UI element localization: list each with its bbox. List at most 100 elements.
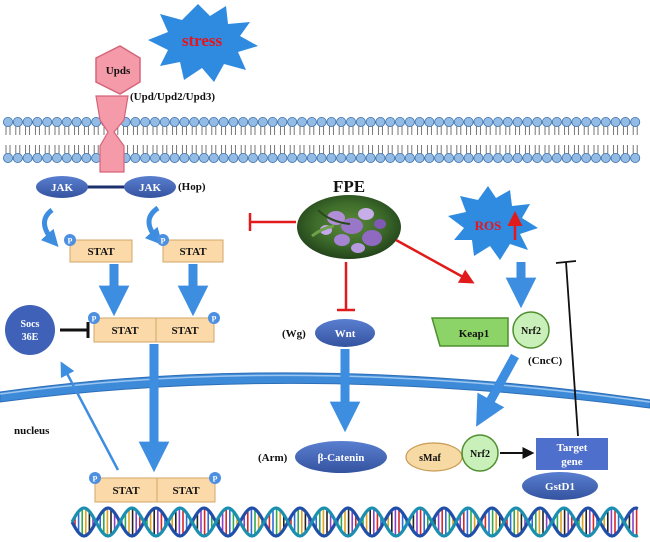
ros-burst: ROS [448, 186, 538, 260]
ros-label: ROS [475, 218, 502, 233]
socs-label-1: Socs [21, 319, 40, 330]
lipid-head [277, 117, 288, 128]
lipid-head [287, 117, 298, 128]
nrf2-cytoplasm: Nrf2 [512, 311, 550, 349]
lipid-head [561, 152, 572, 163]
lipid-head [306, 152, 317, 163]
arm-label: (Arm) [258, 452, 288, 464]
lipid-head [630, 117, 641, 128]
lipid-head [600, 117, 611, 128]
lipid-head [81, 117, 92, 128]
lipid-head [404, 117, 415, 128]
lipid-head [316, 117, 327, 128]
curve-arrow-left [40, 208, 59, 248]
dna-double-helix [70, 506, 639, 538]
lipid-head [620, 152, 631, 163]
lipid-head [296, 152, 307, 163]
lipid-head [336, 152, 347, 163]
lipid-head [345, 117, 356, 128]
lipid-head [571, 152, 582, 163]
lipid-head [32, 117, 43, 128]
lipid-head [189, 152, 200, 163]
upds-receptor [95, 95, 129, 173]
upds-variants-label: (Upd/Upd2/Upd3) [130, 91, 215, 103]
target-gene: Target gene [536, 438, 608, 470]
lipid-head [130, 152, 141, 163]
lipid-head [326, 152, 337, 163]
target-gene-inhibits-ros [555, 260, 579, 437]
lipid-head [169, 117, 180, 128]
lipid-head [81, 152, 92, 163]
lipid-head [179, 117, 190, 128]
lipid-head [169, 152, 180, 163]
lipid-head [473, 152, 484, 163]
lipid-head [473, 117, 484, 128]
fpe-label: FPE [333, 177, 365, 196]
lipid-head [532, 117, 543, 128]
stress-burst: stress [148, 4, 258, 82]
stat-dimer-upper-p-right: P [212, 315, 217, 324]
stat-dimer-upper-p-left: P [92, 315, 97, 324]
jak-left: JAK [36, 176, 88, 198]
lipid-head [140, 152, 151, 163]
lipid-head [512, 117, 523, 128]
lipid-head [316, 152, 327, 163]
cell-membrane [3, 117, 641, 163]
lipid-head [600, 152, 611, 163]
lipid-head [581, 152, 592, 163]
upds-ligand: Upds [95, 45, 141, 95]
lipid-head [287, 152, 298, 163]
lipid-head [404, 152, 415, 163]
lipid-head [551, 152, 562, 163]
beta-catenin: β-Catenin [295, 441, 387, 473]
stat-right-p: P [161, 237, 166, 246]
lipid-head [296, 117, 307, 128]
lipid-head [591, 117, 602, 128]
stat-dimer-nucleus-right-label: STAT [172, 485, 200, 497]
lipid-head [581, 117, 592, 128]
upds-label: Upds [106, 65, 131, 77]
target-gene-label-2: gene [561, 456, 583, 468]
lipid-head [610, 152, 621, 163]
jak-left-label: JAK [51, 182, 73, 194]
lipid-head [238, 152, 249, 163]
lipid-head [267, 152, 278, 163]
lipid-head [130, 117, 141, 128]
stat-dimer-nucleus-left-label: STAT [112, 485, 140, 497]
lipid-head [542, 152, 553, 163]
lipid-head [277, 152, 288, 163]
lipid-head [551, 117, 562, 128]
lipid-head [375, 117, 386, 128]
lipid-head [3, 152, 13, 163]
nucleus-label: nucleus [14, 425, 50, 437]
lipid-head [620, 117, 631, 128]
gstd1-label: GstD1 [545, 481, 575, 493]
lipid-head [228, 152, 239, 163]
smaf: sMaf [405, 442, 463, 472]
lipid-head [463, 117, 474, 128]
lipid-head [22, 152, 33, 163]
stat-left-label: STAT [87, 246, 115, 258]
dna-strand [70, 506, 639, 538]
stat-dimer-upper: STAT STAT P P [88, 312, 220, 343]
lipid-head [492, 152, 503, 163]
lipid-head [542, 117, 553, 128]
lipid-head [355, 117, 366, 128]
stat-dimer-nucleus-p-right: P [213, 475, 218, 484]
lipid-head [267, 117, 278, 128]
lipid-head [443, 117, 454, 128]
stat-left: STAT P [64, 234, 133, 263]
lipid-head [257, 117, 268, 128]
lipid-head [247, 117, 258, 128]
nrf2-nucleus-label: Nrf2 [470, 449, 490, 460]
keap1: Keap1 [431, 317, 509, 347]
curve-arrow-right [144, 205, 163, 246]
lipid-head [42, 117, 53, 128]
stat-dimer-nucleus-p-left: P [93, 475, 98, 484]
fpe-flower-image [297, 195, 401, 259]
lipid-head [238, 117, 249, 128]
lipid-head [12, 152, 23, 163]
lipid-head [42, 152, 53, 163]
lipid-head [218, 152, 229, 163]
wnt-label: Wnt [335, 328, 356, 340]
